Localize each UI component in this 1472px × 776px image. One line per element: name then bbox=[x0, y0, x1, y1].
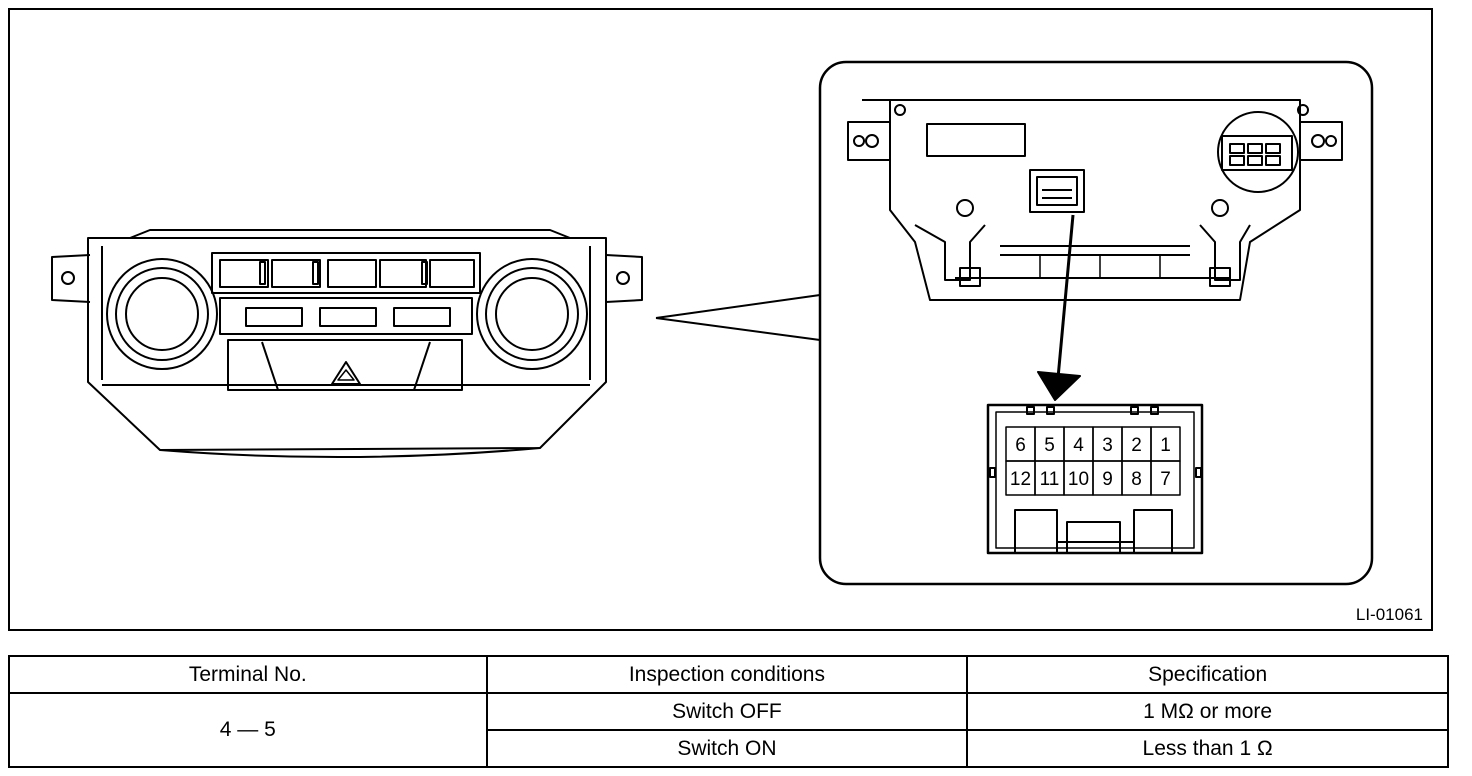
pin-label: 6 bbox=[1015, 435, 1026, 456]
table-header-row: Terminal No. Inspection conditions Speci… bbox=[8, 655, 1449, 694]
inspection-table: Terminal No. Inspection conditions Speci… bbox=[8, 655, 1449, 768]
condition-cell: Switch OFF bbox=[485, 692, 969, 731]
figure-id: LI-01061 bbox=[1355, 605, 1423, 624]
pin-label: 12 bbox=[1010, 469, 1031, 490]
condition-cell: Switch ON bbox=[485, 729, 969, 768]
pin-label: 2 bbox=[1131, 435, 1142, 456]
terminal-cell: 4 — 5 bbox=[8, 692, 488, 768]
pin-label: 5 bbox=[1044, 435, 1055, 456]
spec-cell: 1 MΩ or more bbox=[966, 692, 1449, 731]
pin-label: 7 bbox=[1160, 469, 1171, 490]
pin-label: 9 bbox=[1102, 469, 1113, 490]
pin-label: 4 bbox=[1073, 435, 1084, 456]
spec-cell: Less than 1 Ω bbox=[966, 729, 1449, 768]
pin-label: 10 bbox=[1068, 469, 1089, 490]
pin-label: 1 bbox=[1160, 435, 1171, 456]
table-row: Switch ON Less than 1 Ω bbox=[9, 729, 1449, 768]
callout-pointer bbox=[655, 294, 821, 341]
pin-label: 3 bbox=[1102, 435, 1113, 456]
header-specification: Specification bbox=[966, 655, 1449, 694]
header-conditions: Inspection conditions bbox=[485, 655, 969, 694]
header-terminal: Terminal No. bbox=[8, 655, 488, 694]
pin-cell bbox=[1150, 460, 1181, 496]
pin-label: 11 bbox=[1040, 469, 1060, 490]
pin-label: 8 bbox=[1131, 469, 1142, 490]
table-row: 4 — 5 Switch OFF 1 MΩ or more bbox=[8, 692, 1449, 768]
control-panel-front bbox=[51, 229, 643, 459]
